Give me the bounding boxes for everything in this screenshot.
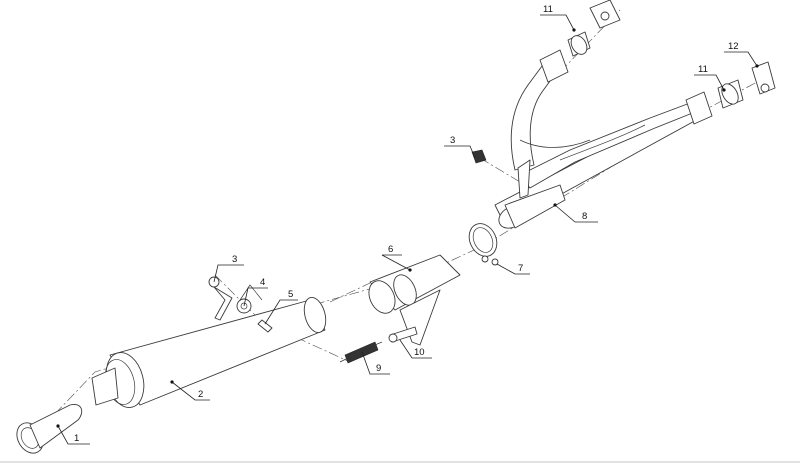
exhaust-flange-upper	[589, 0, 621, 29]
mounting-pin	[388, 326, 418, 343]
callout-10: 10	[414, 347, 425, 358]
callout-5: 5	[288, 289, 293, 300]
callout-leaders	[56, 14, 759, 445]
exhaust-flange-right	[751, 61, 776, 95]
callout-4: 4	[260, 277, 265, 288]
callout-3-lower: 3	[232, 254, 237, 265]
bolt	[257, 319, 273, 333]
callout-9: 9	[376, 363, 381, 374]
tension-spring	[339, 341, 383, 364]
callout-2: 2	[198, 389, 203, 400]
callout-6: 6	[388, 244, 393, 255]
callout-3-upper: 3	[450, 135, 455, 146]
pipe-clamp	[468, 223, 499, 266]
callout-7: 7	[518, 263, 523, 274]
callout-11-upper: 11	[543, 4, 553, 15]
callout-1: 1	[74, 433, 79, 444]
callout-11-right: 11	[698, 64, 708, 75]
end-cap	[16, 404, 83, 454]
spring-clip-upper	[471, 149, 487, 164]
callout-12: 12	[728, 41, 739, 52]
header-pipe-assembly	[494, 49, 713, 229]
exhaust-gasket-upper	[567, 31, 591, 57]
callout-8: 8	[582, 211, 587, 222]
muffler	[91, 284, 327, 408]
spring-clip-lower	[208, 276, 233, 321]
exhaust-gasket-right	[717, 79, 744, 109]
mid-pipe	[368, 254, 461, 346]
